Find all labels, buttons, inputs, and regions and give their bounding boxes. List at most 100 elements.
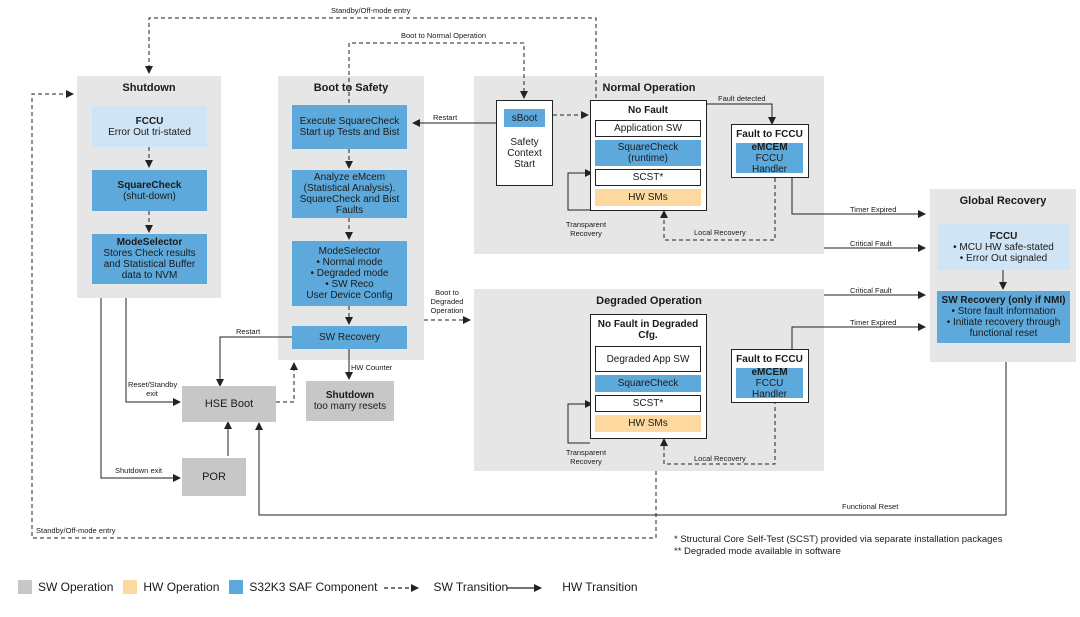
label-standby-entry-top: Standby/Off-mode entry: [331, 6, 411, 15]
bts-modeselector-item: • Degraded mode: [310, 268, 389, 279]
normal-emcem-title: eMCEM: [751, 141, 788, 153]
reset-standby-exit-arrow: [125, 298, 181, 406]
label-local-recovery-2: Local Recovery: [694, 454, 746, 463]
label-timer-expired-2: Timer Expired: [850, 318, 897, 327]
shutdown-fccu-text: Error Out tri-stated: [108, 126, 191, 138]
legend: SW Operation HW Operation S32K3 SAF Comp…: [18, 580, 648, 594]
label-critical-fault-2: Critical Fault: [850, 286, 892, 295]
local-recovery-normal-arrow: [660, 178, 776, 241]
normal-scst-text: SCST*: [632, 172, 664, 183]
label-timer-expired-1: Timer Expired: [850, 205, 897, 214]
boot-to-normal-arrow: [348, 42, 528, 103]
global-sw-recovery-item: • Store fault information: [951, 306, 1056, 317]
shutdown-modeselector-text: Stores Check results and Statistical Buf…: [103, 248, 196, 281]
degraded-hw-sms-box: HW SMs: [595, 415, 701, 432]
degraded-no-fault-title: No Fault in Degraded Cfg.: [597, 319, 699, 341]
footnote-scst: * Structural Core Self-Test (SCST) provi…: [674, 534, 1003, 545]
degraded-emcem-title: eMCEM: [751, 366, 788, 378]
global-recovery-title: Global Recovery: [959, 195, 1047, 207]
global-fccu-item: • Error Out signaled: [959, 252, 1048, 264]
local-recovery-degraded-arrow: [660, 393, 776, 465]
label-shutdown-exit: Shutdown exit: [115, 466, 163, 475]
global-fccu-item: • MCU HW safe-stated: [953, 241, 1054, 253]
bts-sw-recovery-text: SW Recovery: [318, 332, 381, 343]
degraded-operation-title: Degraded Operation: [596, 295, 702, 307]
por-box: POR: [182, 458, 246, 496]
sboot-frame: sBoot Safety Context Start: [496, 100, 553, 186]
degraded-fault-title: Fault to FCCU: [736, 353, 803, 365]
shutdown-squarecheck-title: SquareCheck: [117, 179, 182, 191]
transparent-recovery-degraded-arrow: [567, 400, 593, 444]
legend-hw-transition: HW Transition: [518, 580, 637, 594]
legend-sw-transition: SW Transition: [387, 580, 508, 594]
global-sw-recovery-title: SW Recovery (only if NMI): [941, 295, 1066, 306]
footnote-degraded: ** Degraded mode available in software: [674, 546, 841, 557]
global-sw-recovery-item: • Initiate recovery through functional r…: [946, 317, 1061, 339]
shutdown-resets-text: too marry resets: [313, 401, 387, 412]
shutdown-exit-arrow: [100, 298, 181, 482]
hse-boot-text: HSE Boot: [204, 397, 254, 410]
legend-saf-component-label: S32K3 SAF Component: [249, 580, 378, 594]
hse-to-bts-arrow: [276, 362, 298, 403]
shutdown-squarecheck-box: SquareCheck (shut-down): [92, 170, 207, 211]
normal-emcem-text: FCCU Handler: [751, 152, 788, 175]
label-restart-bottom: Restart: [236, 327, 261, 336]
legend-hw-operation-swatch: [123, 580, 138, 594]
legend-sw-operation-label: SW Operation: [38, 580, 114, 594]
sboot-label: sBoot: [511, 112, 538, 124]
restart-bottom-arrow: [216, 336, 292, 387]
degraded-emcem-box: eMCEM FCCU Handler: [736, 366, 803, 400]
functional-reset-arrow: [255, 362, 1007, 516]
bts-analyze-box: Analyze eMcem (Statistical Analysis). Sq…: [292, 170, 407, 218]
timer-expired-2-arrow: [791, 323, 926, 349]
degraded-scst-box: SCST*: [595, 395, 701, 412]
legend-sw-operation-swatch: [18, 580, 32, 594]
por-text: POR: [202, 470, 226, 483]
global-fccu-box: FCCU • MCU HW safe-stated • Error Out si…: [937, 224, 1070, 270]
boot-to-safety-title: Boot to Safety: [313, 82, 389, 94]
shutdown-resets-box: Shutdown too marry resets: [306, 381, 394, 421]
shutdown-squarecheck-text: (shut-down): [123, 190, 176, 202]
label-hw-counter: HW Counter: [351, 363, 393, 372]
bts-analyze-text: Analyze eMcem (Statistical Analysis). Sq…: [299, 172, 400, 216]
label-reset-standby-exit: Reset/Standby exit: [128, 380, 178, 398]
normal-fault-title: Fault to FCCU: [736, 128, 803, 140]
sboot-text-box: Safety Context Start: [499, 133, 550, 173]
global-sw-recovery-box: SW Recovery (only if NMI) • Store fault …: [937, 291, 1070, 343]
shutdown-fccu-box: FCCU Error Out tri-stated: [92, 106, 207, 147]
label-restart-top: Restart: [433, 113, 458, 122]
degraded-fault-frame: Fault to FCCU eMCEM FCCU Handler: [731, 349, 809, 403]
label-critical-fault-1: Critical Fault: [850, 239, 892, 248]
degraded-app-sw-box: Degraded App SW: [595, 346, 701, 372]
normal-scst-box: SCST*: [595, 169, 701, 186]
label-fault-detected: Fault detected: [718, 94, 766, 103]
bts-execute-text: Execute SquareCheck Start up Tests and B…: [299, 116, 400, 138]
label-boot-to-normal: Boot to Normal Operation: [401, 31, 487, 40]
standby-entry-top-arrow: [145, 17, 597, 98]
shutdown-fccu-title: FCCU: [135, 115, 164, 127]
bts-modeselector-footer: User Device Config: [306, 290, 393, 301]
legend-saf-component: S32K3 SAF Component: [229, 580, 377, 594]
hse-boot-box: HSE Boot: [182, 386, 276, 422]
degraded-app-sw-text: Degraded App SW: [606, 353, 690, 365]
degraded-no-fault-frame: No Fault in Degraded Cfg. Degraded App S…: [590, 314, 707, 439]
normal-squarecheck-text: SquareCheck (runtime): [617, 142, 679, 164]
label-transparent-recovery-1: Transparent Recovery: [565, 220, 607, 238]
degraded-squarecheck-box: SquareCheck: [595, 375, 701, 392]
legend-hw-operation: HW Operation: [123, 580, 219, 594]
degraded-hw-sms-text: HW SMs: [628, 418, 668, 429]
global-fccu-title: FCCU: [989, 230, 1018, 242]
normal-squarecheck-box: SquareCheck (runtime): [595, 140, 701, 166]
shutdown-resets-title: Shutdown: [325, 390, 375, 401]
normal-fault-frame: Fault to FCCU eMCEM FCCU Handler: [731, 124, 809, 178]
label-boot-to-degraded: Boot to Degraded Operation: [430, 288, 464, 315]
fault-detected-arrow: [707, 103, 776, 125]
bts-modeselector-item: • SW Reco: [325, 279, 374, 290]
bts-modeselector-box: ModeSelector • Normal mode • Degraded mo…: [292, 241, 407, 306]
shutdown-title: Shutdown: [122, 82, 176, 94]
normal-application-sw-text: Application SW: [614, 123, 682, 134]
degraded-scst-text: SCST*: [632, 398, 664, 409]
normal-no-fault-frame: No Fault Application SW SquareCheck (run…: [590, 100, 707, 211]
